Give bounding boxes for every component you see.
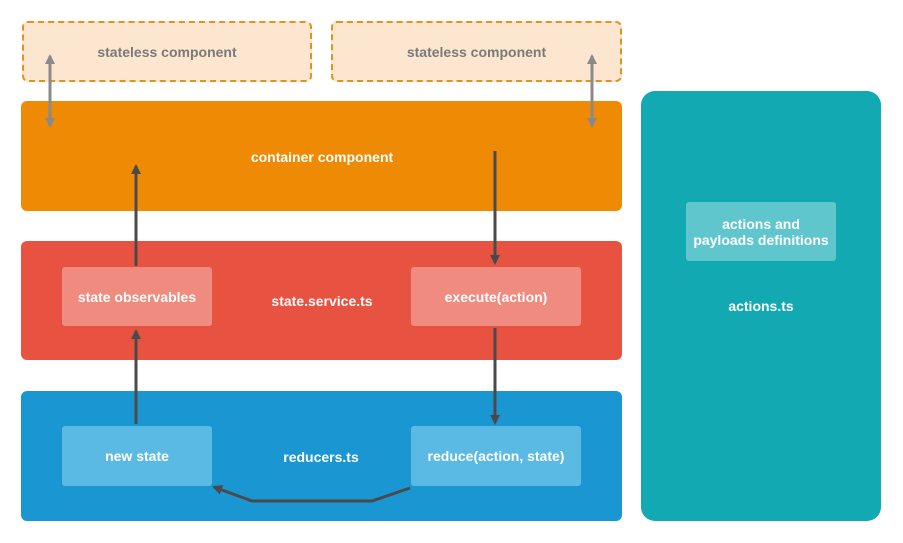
actions-definitions-box: actions and payloads definitions <box>686 202 836 261</box>
container-component-block: container component <box>21 101 622 211</box>
stateless-component-right: stateless component <box>331 21 622 82</box>
actions-label: actions.ts <box>728 298 794 314</box>
execute-action-box: execute(action) <box>411 267 581 326</box>
reduce-action-state-label: reduce(action, state) <box>427 448 565 464</box>
container-component-label: container component <box>250 149 394 165</box>
actions-definitions-label: actions and payloads definitions <box>693 215 829 248</box>
stateless-component-left-label: stateless component <box>97 43 237 60</box>
reducers-label: reducers.ts <box>283 449 359 465</box>
stateless-component-left: stateless component <box>22 21 312 82</box>
stateless-component-right-label: stateless component <box>406 43 547 60</box>
state-service-label: state.service.ts <box>271 293 373 309</box>
new-state-label: new state <box>105 448 169 464</box>
state-observables-label: state observables <box>77 288 197 305</box>
state-observables-box: state observables <box>62 267 212 326</box>
state-service-block: state.service.ts state observables execu… <box>21 241 622 360</box>
new-state-box: new state <box>62 426 212 486</box>
reduce-action-state-box: reduce(action, state) <box>411 426 581 486</box>
reducers-block: reducers.ts new state reduce(action, sta… <box>21 391 622 521</box>
actions-block: actions and payloads definitions actions… <box>641 91 881 521</box>
execute-action-label: execute(action) <box>444 288 548 305</box>
